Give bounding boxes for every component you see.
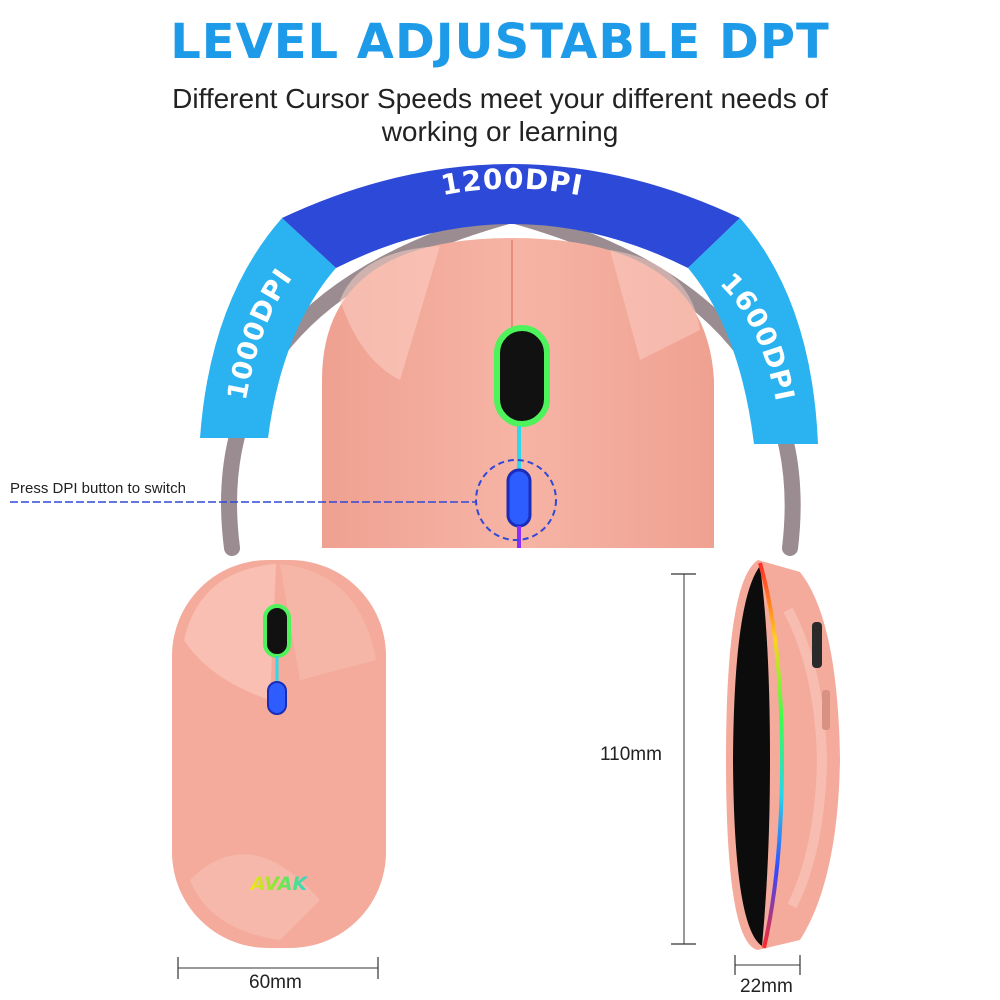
top-view-scroll-wheel-icon	[263, 604, 291, 658]
callout-text: Press DPI button to switch	[10, 480, 186, 497]
scroll-wheel-icon	[494, 325, 550, 427]
subtitle-line-2: working or learning	[381, 116, 619, 147]
page-subtitle: Different Cursor Speeds meet your differ…	[100, 82, 900, 148]
length-label: 110mm	[600, 744, 662, 765]
brand-logo: AVAK	[249, 873, 309, 895]
dpi-segment-1000	[200, 218, 336, 438]
mouse-closeup	[322, 238, 714, 548]
width-dimension	[177, 957, 379, 979]
depth-dimension	[734, 955, 801, 975]
dpi-button-icon	[506, 468, 532, 528]
dpi-segment-1200	[282, 164, 740, 268]
width-label: 60mm	[249, 972, 302, 993]
mouse-side-view	[726, 560, 840, 950]
dpi-segment-1600	[688, 218, 818, 444]
subtitle-line-1: Different Cursor Speeds meet your differ…	[172, 83, 828, 114]
dpi-button-highlight	[475, 459, 557, 541]
length-dimension	[671, 573, 696, 945]
depth-label: 22mm	[740, 976, 793, 997]
mouse-top-view: AVAK	[172, 560, 386, 948]
top-view-dpi-button-icon	[267, 681, 287, 715]
page-title: LEVEL ADJUSTABLE DPT	[170, 14, 830, 70]
